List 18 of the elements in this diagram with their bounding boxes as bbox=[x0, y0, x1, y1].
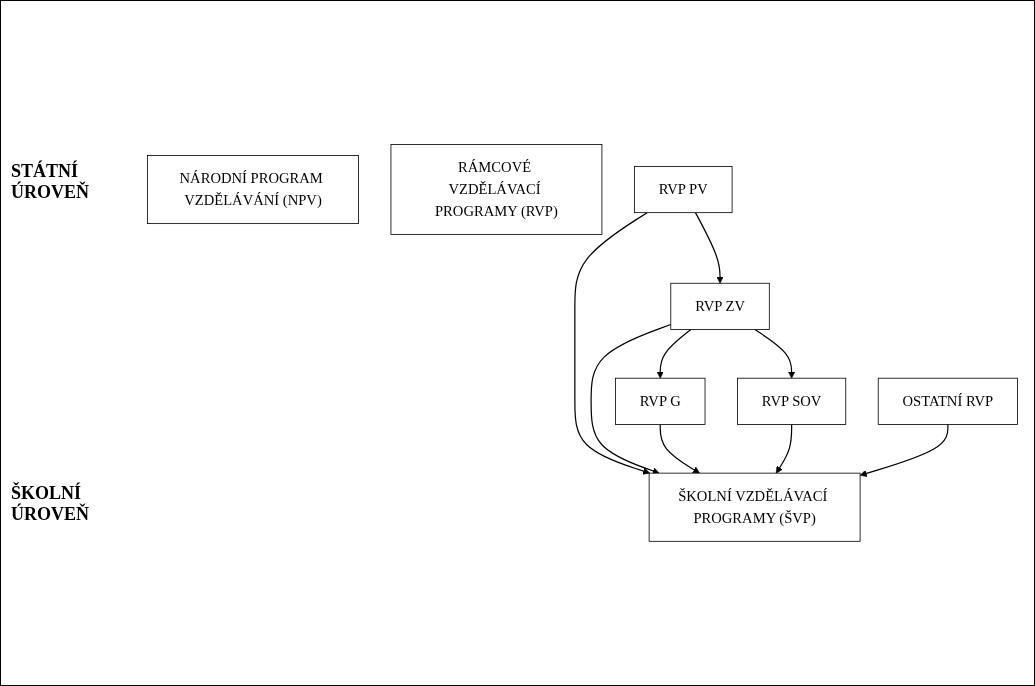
node-box: RVP PV bbox=[634, 166, 733, 214]
arrow bbox=[754, 329, 796, 379]
level-label: STÁTNÍ ÚROVEŇ bbox=[11, 161, 90, 203]
node-box: NÁRODNÍ PROGRAM VZDĚLÁVÁNÍ (NPV) bbox=[147, 155, 359, 225]
node-box: RVP G bbox=[615, 377, 706, 425]
node-box: RVP SOV bbox=[737, 377, 847, 425]
arrow bbox=[590, 324, 672, 475]
arrow bbox=[656, 329, 692, 379]
node-box: RVP ZV bbox=[670, 282, 770, 330]
arrow bbox=[694, 212, 724, 284]
node-box: OSTATNÍ RVP bbox=[877, 377, 1018, 425]
arrow bbox=[659, 423, 700, 474]
node-box: ŠKOLNÍ VZDĚLÁVACÍ PROGRAMY (ŠVP) bbox=[648, 472, 861, 542]
arrow bbox=[775, 423, 793, 474]
arrow bbox=[574, 212, 651, 475]
node-box: RÁMCOVÉ VZDĚLÁVACÍ PROGRAMY (RVP) bbox=[390, 144, 603, 236]
arrow bbox=[859, 423, 949, 477]
level-label: ŠKOLNÍ ÚROVEŇ bbox=[11, 483, 90, 525]
